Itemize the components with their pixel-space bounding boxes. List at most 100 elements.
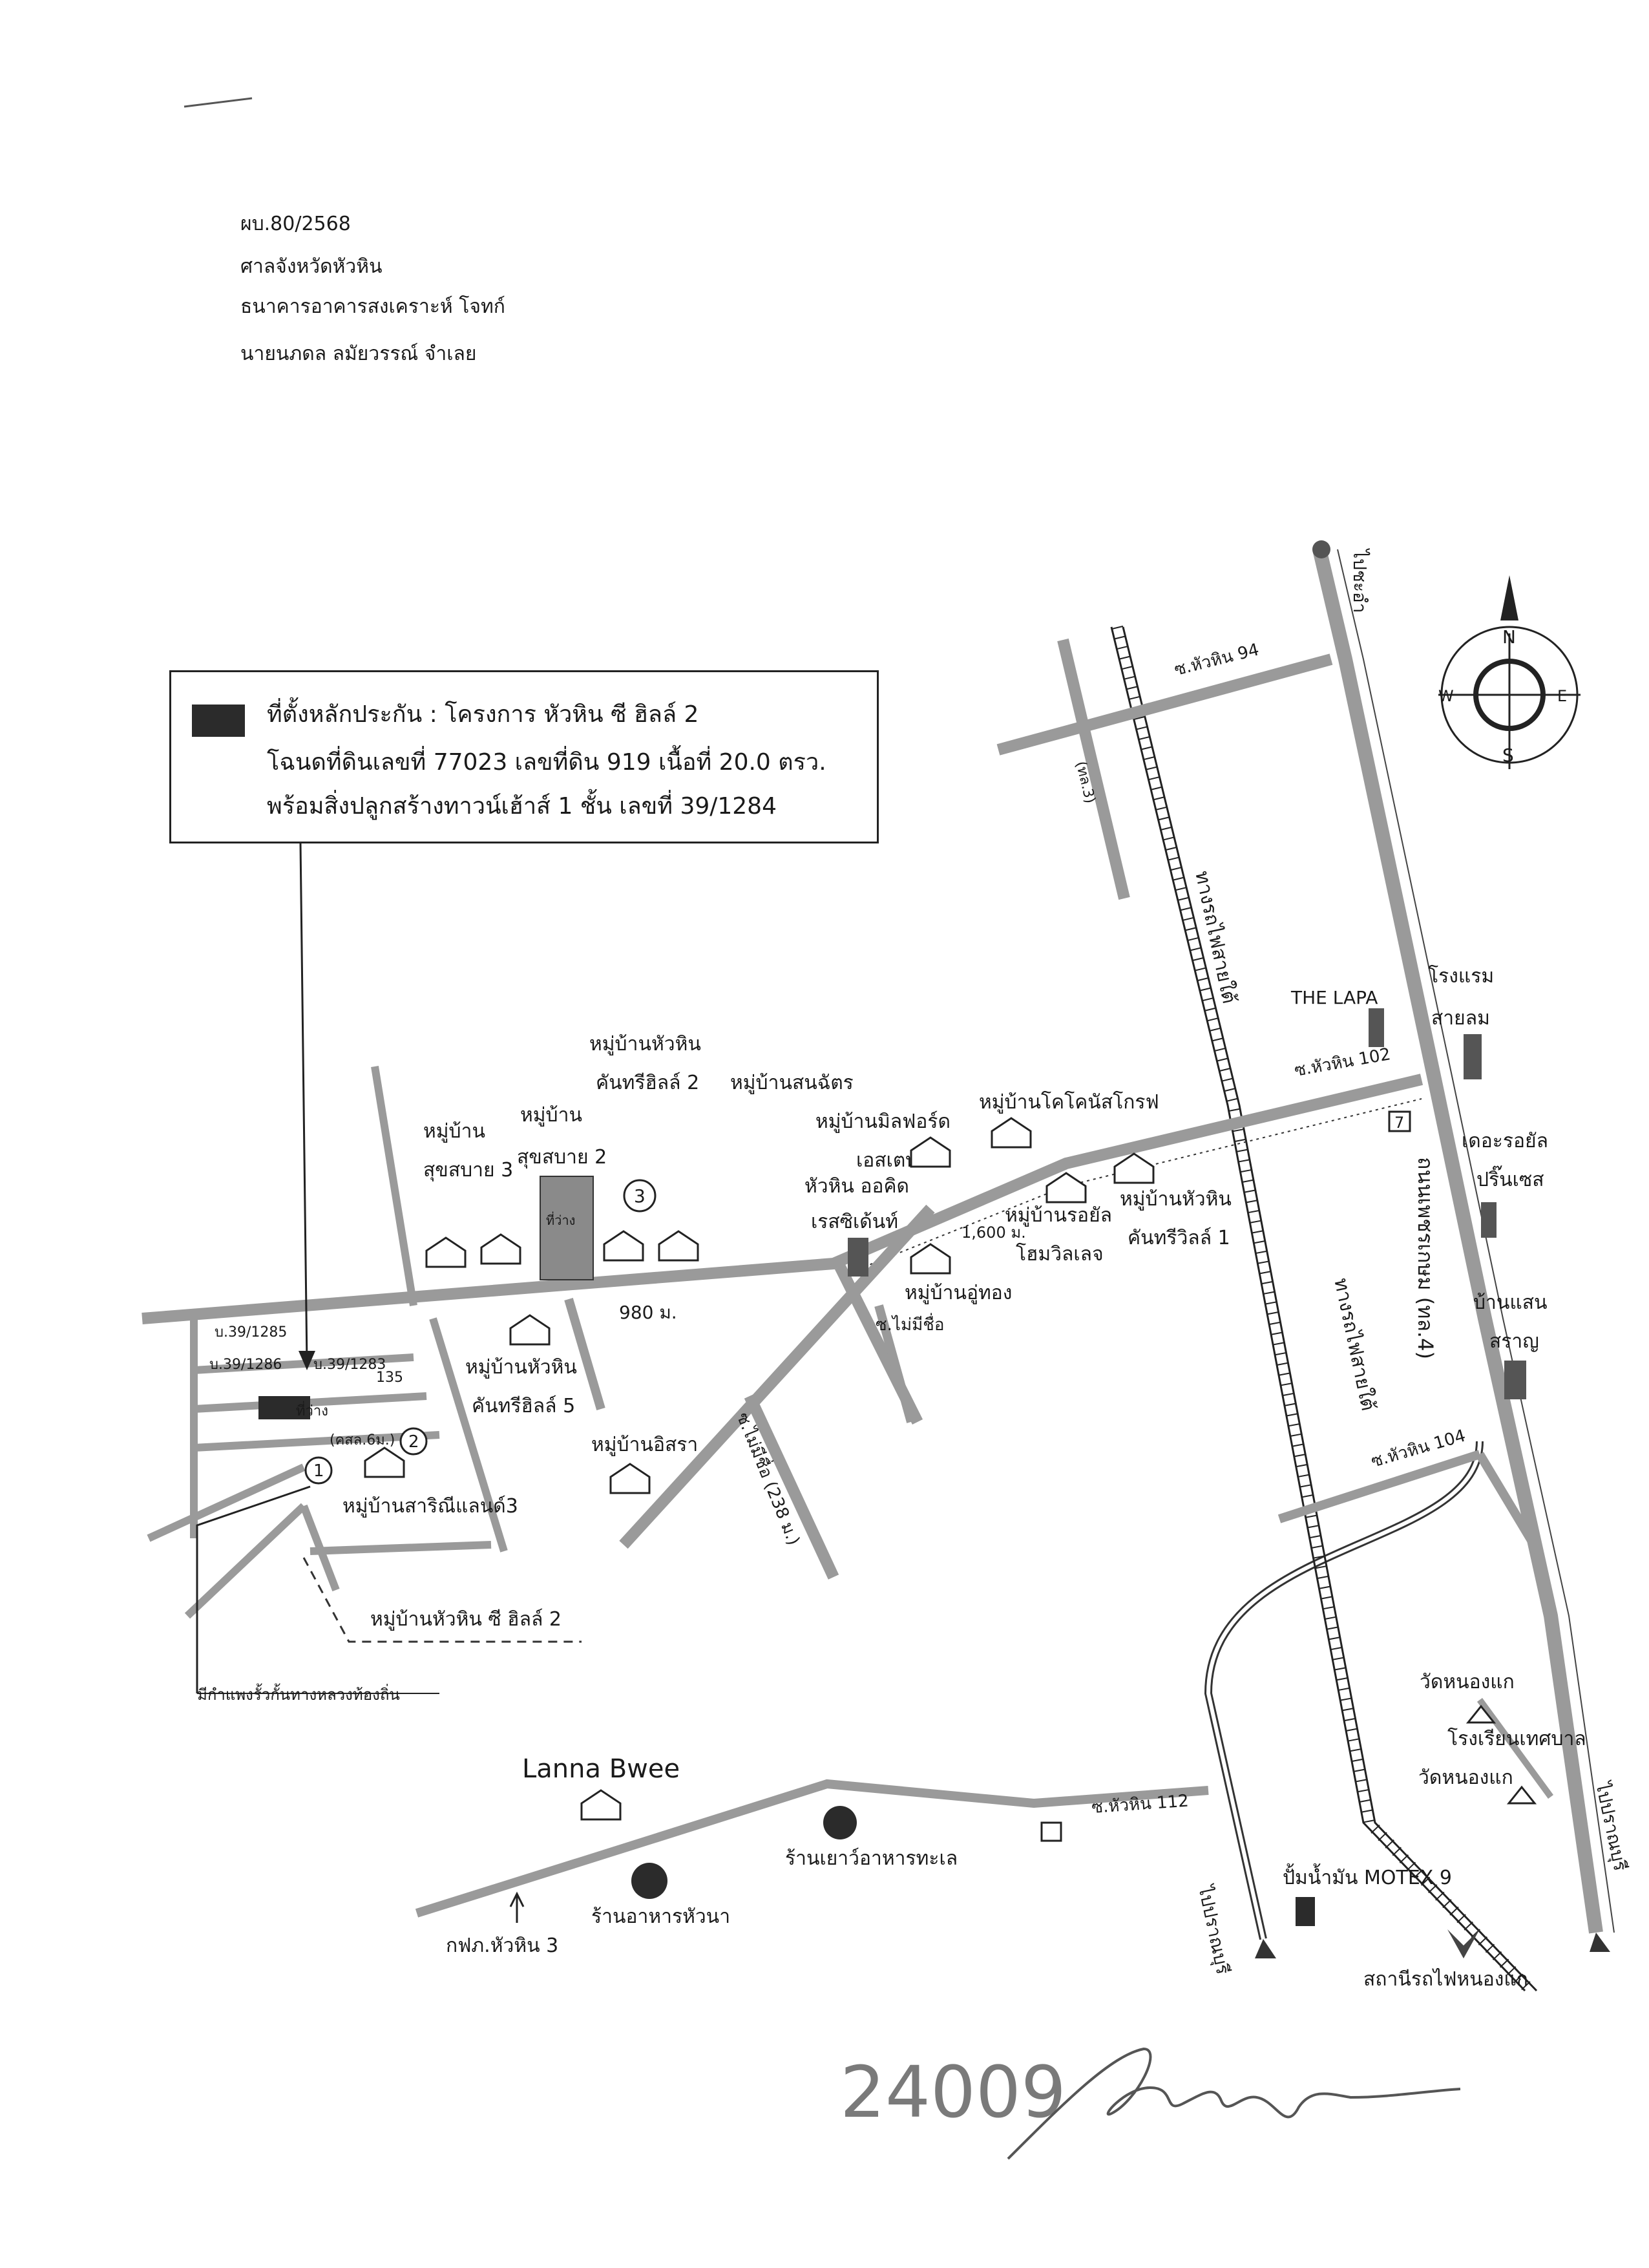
marker-2: [399, 1427, 428, 1456]
defendant-line: นายนภดล ลมัยวรรณ์ จำเลย: [240, 343, 477, 365]
label-pranburi-2: ไปปราณบุรี: [1591, 1779, 1632, 1873]
marker-3: [623, 1179, 656, 1213]
label-hotel-2: สายลม: [1431, 1007, 1490, 1030]
label-cantreeville-a: หมู่บ้านหัวหิน: [1120, 1188, 1232, 1211]
road-soi104-ext: [1475, 1452, 1542, 1554]
label-coconut: หมู่บ้านโคโคนัสโกรฟ: [979, 1090, 1159, 1114]
house-icon: [658, 1230, 699, 1262]
house-icon: [1045, 1172, 1087, 1203]
label-unit-1283: บ.39/1283: [313, 1357, 386, 1373]
arrow-down-icon: [1255, 1939, 1276, 1958]
road-soi94: [996, 653, 1333, 756]
vacant-land-block: [540, 1176, 594, 1280]
road-soi102: [142, 1074, 1423, 1324]
marker-1: [304, 1456, 333, 1485]
label-royal-1: เดอะรอยัล: [1462, 1130, 1548, 1152]
temple-icon: [1465, 1704, 1497, 1724]
collateral-plot: [258, 1396, 310, 1419]
label-soi94: ซ.หัวหิน 94: [1172, 640, 1261, 680]
label-estate: เอสเตท: [856, 1149, 918, 1172]
label-cha-am: ไปชะอำ: [1349, 548, 1371, 613]
compass-rose: N S E W: [1438, 575, 1581, 769]
label-no-name: ซ.ไม่มีชื่อ: [876, 1313, 945, 1335]
house-icon: [364, 1447, 405, 1478]
building-icon: [1504, 1361, 1526, 1399]
road-side-north: [1057, 638, 1130, 900]
signature: [1007, 2047, 1461, 2160]
label-royal-home-b: โฮมวิลเลจ: [1016, 1242, 1104, 1266]
label-sonchat: หมู่บ้านสนฉัตร: [730, 1072, 854, 1094]
house-icon: [480, 1233, 521, 1265]
label-seahill: หมู่บ้านหัวหิน ซี ฮิลล์ 2: [370, 1608, 562, 1631]
label-suksabai3-a: หมู่บ้าน: [423, 1120, 485, 1143]
wall-note-leader: [196, 1485, 311, 1693]
label-suksabai2-b: สุขสบาย 2: [517, 1146, 607, 1169]
label-suksabai2-a: หมู่บ้าน: [520, 1104, 582, 1127]
scan-mark: [184, 97, 253, 108]
fuel-pump-icon: [1296, 1897, 1315, 1926]
seahill-outline: [302, 1557, 582, 1643]
label-wall-note: มีกำแพงรั้วกั้นทางหลวงท้องถิ่น: [197, 1683, 400, 1704]
road-bypass-inner: [1206, 1441, 1482, 1940]
vacant-label-2: ที่ว่าง: [296, 1401, 328, 1419]
arrow-down-icon: [299, 1351, 315, 1370]
house-icon: [1113, 1152, 1155, 1184]
road-cantree5: [564, 1298, 605, 1410]
marker-2-label: 2: [408, 1432, 419, 1452]
arrow-down-icon: [1590, 1933, 1610, 1952]
restaurant-icon: [823, 1806, 857, 1839]
road-phetkasem: [1312, 547, 1603, 1934]
label-wat-1: วัดหนองแก: [1420, 1671, 1515, 1693]
label-unit-1285: บ.39/1285: [215, 1324, 287, 1341]
label-suksabai3-b: สุขสบาย 3: [423, 1159, 513, 1182]
local-road-grid: [147, 1066, 508, 1619]
label-pranburi-1: ไปปราณบุรี: [1193, 1883, 1234, 1977]
legend-line-2: โฉนดที่ดินเลขที่ 77023 เลขที่ดิน 919 เนื…: [267, 749, 826, 776]
label-seafood: ร้านเยาว์อาหารทะเล: [785, 1847, 958, 1870]
label-pea: กฟภ.หัวหิน 3: [446, 1934, 558, 1957]
label-station: สถานีรถไฟหนองแก: [1363, 1967, 1528, 1991]
label-sarin: หมู่บ้านสาริณีแลนด์3: [342, 1495, 518, 1518]
compass-e: E: [1557, 687, 1567, 705]
north-arrow-icon: [1500, 575, 1518, 620]
seven-eleven-icon: [1388, 1110, 1411, 1132]
house-icon: [910, 1136, 951, 1168]
label-980m: 980 ม.: [619, 1302, 677, 1323]
label-135: 135: [376, 1370, 403, 1386]
house-icon: [991, 1117, 1032, 1149]
legend-line-3: พร้อมสิ่งปลูกสร้างทาวน์เฮ้าส์ 1 ชั้น เลข…: [267, 793, 777, 820]
road-phetkasem-edge: [1337, 549, 1615, 1933]
label-cantree5-a: หมู่บ้านหัวหิน: [465, 1356, 577, 1379]
compass-w: W: [1438, 687, 1454, 705]
label-cantree5-b: คันทรีฮิลล์ 5: [472, 1395, 575, 1417]
label-wat-2: วัดหนองแก: [1418, 1766, 1513, 1789]
plaintiff-line: ธนาคารอาคารสงเคราะห์ โจทก์: [240, 295, 505, 318]
seven-eleven-icon: [1040, 1821, 1062, 1842]
label-cantreeville-b: คันทรีวิลล์ 1: [1128, 1227, 1230, 1249]
house-icon: [910, 1243, 951, 1275]
road-diagonal-3: [874, 1304, 916, 1423]
building-icon: [848, 1238, 868, 1277]
legend-swatch: [192, 705, 245, 737]
label-hotel-1: โรงแรม: [1428, 964, 1494, 988]
label-phetkasem: ถนนเพชรเกษม (ทล.4): [1413, 1157, 1438, 1359]
label-1600m: 1,600 ม.: [961, 1224, 1026, 1242]
road-soi104: [1277, 1450, 1482, 1523]
house-icon: [603, 1230, 644, 1262]
label-baan-1: บ้านแสน: [1473, 1291, 1548, 1314]
label-lanna: Lanna Bwee: [522, 1754, 680, 1784]
power-icon: [509, 1891, 525, 1923]
house-icon: [509, 1314, 551, 1346]
label-orchid: หัวหิน ออคิด: [804, 1175, 909, 1198]
label-unit-1286: บ.39/1286: [209, 1357, 282, 1373]
label-the-lapa: THE LAPA: [1290, 987, 1378, 1008]
label-isara: หมู่บ้านอิสรา: [591, 1434, 698, 1456]
court-name: ศาลจังหวัดหัวหิน: [240, 255, 383, 278]
seven-eleven-label: 7: [1394, 1114, 1404, 1132]
label-railway-2: ทางรถไฟสายใต้: [1329, 1276, 1380, 1413]
case-number: ผบ.80/2568: [240, 213, 351, 235]
marker-1-label: 1: [313, 1461, 324, 1481]
label-royal-2: ปริ๊นเซส: [1476, 1165, 1544, 1191]
label-cantree2-b: คันทรีฮิลล์ 2: [596, 1072, 699, 1094]
label-cantree2-a: หมู่บ้านหัวหิน: [589, 1033, 701, 1055]
